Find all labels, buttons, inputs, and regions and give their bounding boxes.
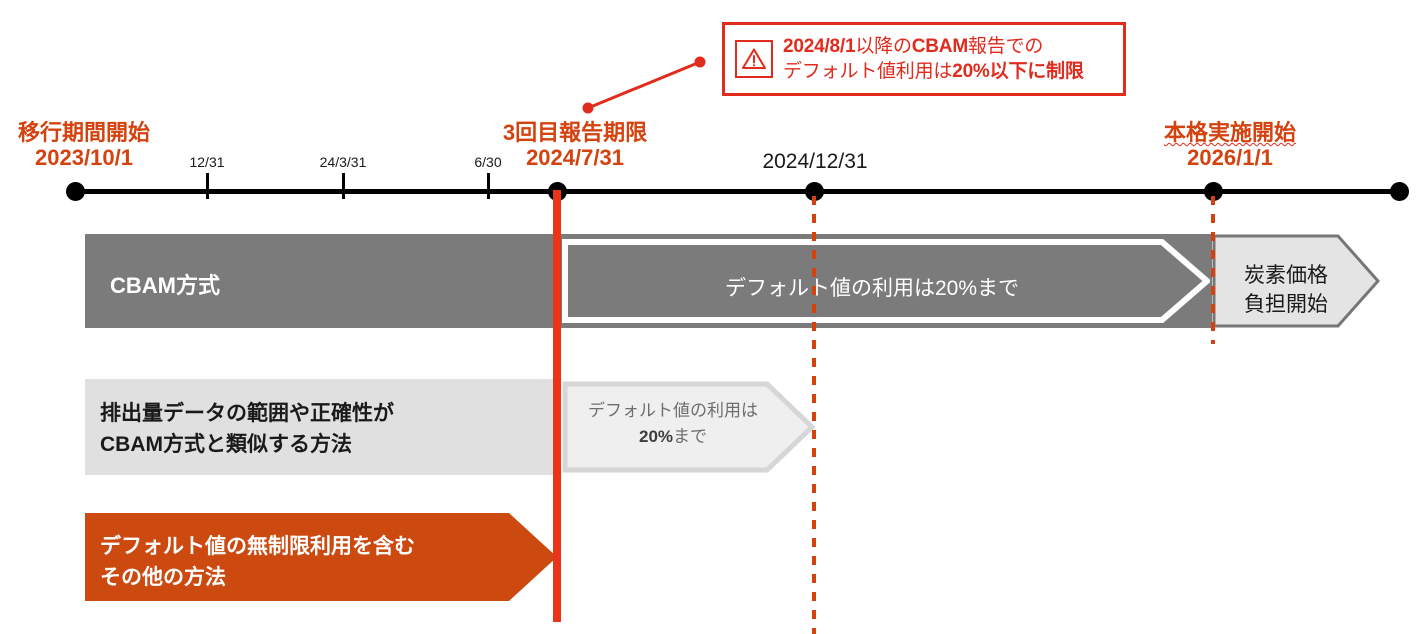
timeline-axis [75,189,1400,194]
row-arrow-similar-default-limit [562,381,815,473]
timeline-tick-12-31 [206,173,209,199]
similar-arrow-line-2: 20%まで [566,424,780,450]
milestone-title-transition-start: 移行期間開始 [17,120,151,145]
callout-line2-head: デフォルト値利用は [783,61,953,82]
timeline-tick-24-3-31 [342,173,345,199]
similar-arrow-percent: 20% [638,427,674,446]
row-arrow-label-carbon-price-start: 炭素価格 負担開始 [1216,261,1356,319]
milestone-title-full-implementation: 本格実施開始 [1163,120,1297,145]
row-arrow-label-cbam-default-limit: デフォルト値の利用は20%まで [724,277,1020,300]
timeline-node-2026-1-1 [1204,182,1223,201]
callout-date: 2024/8/1 [783,36,856,57]
warning-callout-box: 2024/8/1以降のCBAM報告での デフォルト値利用は20%以下に制限 [722,22,1126,96]
callout-line-2: デフォルト値利用は20%以下に制限 [783,59,1084,84]
milestone-date-third-report: 2024/7/31 [526,145,624,170]
timeline-tick-label-24-3-31: 24/3/31 [319,154,367,170]
row-arrow-other-method [85,513,557,601]
callout-connector-line [582,56,706,114]
guide-line-2026-1-1 [1211,196,1215,344]
callout-text: 2024/8/1以降のCBAM報告での デフォルト値利用は20%以下に制限 [783,34,1084,84]
timeline-tick-label-12-31: 12/31 [189,154,225,170]
similar-arrow-line-1: デフォルト値の利用は [588,401,758,420]
callout-line2-tail: 以下に制限 [989,61,1084,82]
timeline-node-2023-10-1 [66,182,85,201]
milestone-title-third-report: 3回目報告期限 [502,120,648,145]
similar-method-line-2: CBAM方式と類似する方法 [100,433,352,456]
row-label-cbam-method: CBAM方式 [110,273,220,298]
milestone-label-third-report: 3回目報告期限 2024/7/31 [503,120,647,170]
similar-arrow-tail: まで [673,427,708,446]
callout-percent: 20% [952,61,990,82]
timeline-node-2024-12-31 [805,182,824,201]
timeline-tick-label-6-30: 6/30 [474,154,502,170]
callout-line-1: 2024/8/1以降のCBAM報告での [783,34,1084,59]
row-label-other-method: デフォルト値の無制限利用を含む その他の方法 [100,531,415,593]
warning-triangle-icon [735,40,773,78]
timeline-tick-6-30 [487,173,490,199]
milestone-label-2024-12-31: 2024/12/31 [762,150,868,173]
callout-line1-mid: 以降の [855,36,912,57]
guide-line-2024-7-31 [553,190,561,622]
callout-line1-tail: 報告での [967,36,1044,57]
carbon-price-line-2: 負担開始 [1244,293,1328,316]
row-arrow-cbam-default-limit [562,239,1210,323]
milestone-label-transition-start: 移行期間開始 2023/10/1 [18,120,150,170]
milestone-date-full-implementation: 2026/1/1 [1187,145,1273,170]
milestone-label-full-implementation: 本格実施開始 2026/1/1 [1164,120,1296,170]
other-method-line-1: デフォルト値の無制限利用を含む [100,535,415,558]
row-arrow-label-similar-default-limit: デフォルト値の利用は 20%まで [566,398,780,450]
guide-line-2024-12-31 [812,196,816,634]
milestone-date-transition-start: 2023/10/1 [35,145,133,170]
similar-method-line-1: 排出量データの範囲や正確性が [100,402,394,425]
callout-content: 2024/8/1以降のCBAM報告での デフォルト値利用は20%以下に制限 [725,25,1123,93]
row-label-similar-method: 排出量データの範囲や正確性が CBAM方式と類似する方法 [100,398,394,460]
row-bar-similar-method [85,379,555,475]
callout-cbam: CBAM [911,36,968,57]
other-method-line-2: その他の方法 [100,566,226,589]
timeline-node-end [1390,182,1409,201]
carbon-price-line-1: 炭素価格 [1244,264,1328,287]
